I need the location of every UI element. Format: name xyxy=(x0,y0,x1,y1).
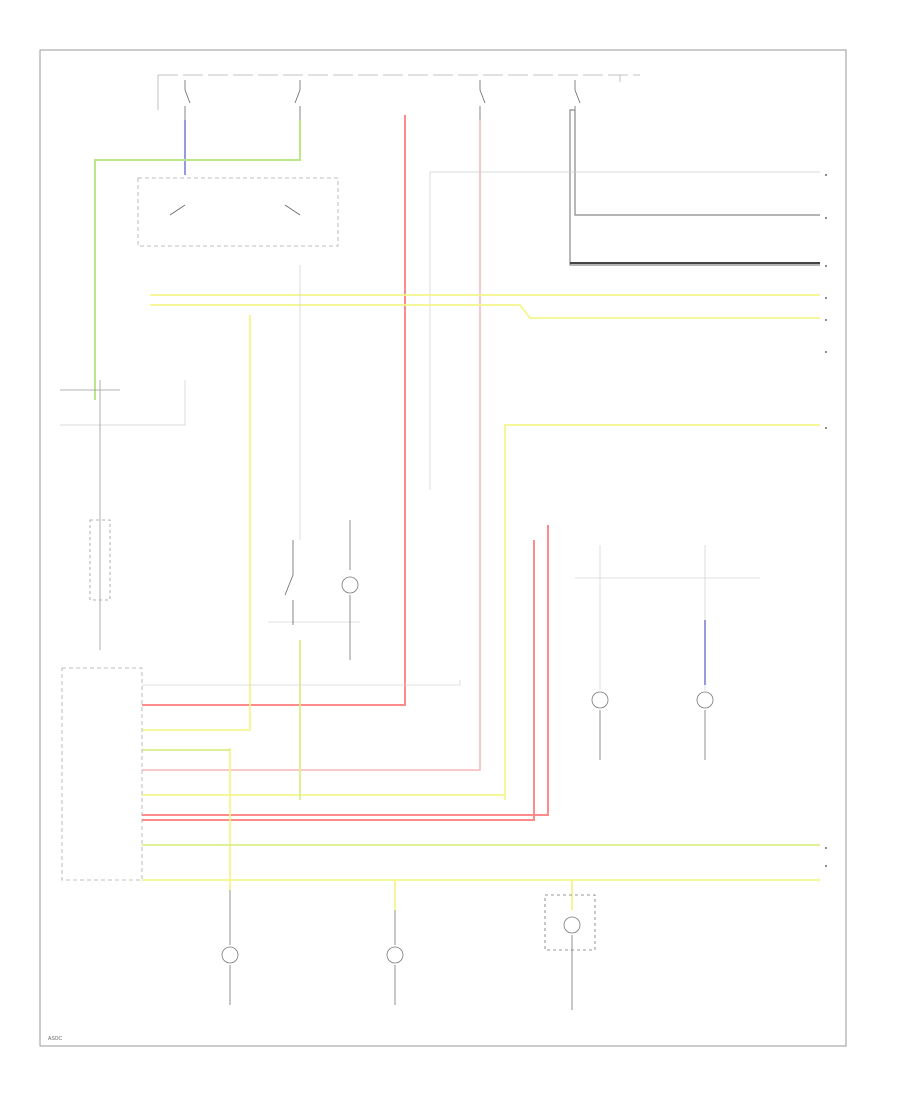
control-module-box xyxy=(61,667,143,881)
wire-thin-right xyxy=(60,171,820,490)
wire-gray-right xyxy=(569,109,820,266)
diagram-code: ASOC xyxy=(48,1036,63,1042)
fuse-top-1 xyxy=(184,80,191,120)
wire-orange-main xyxy=(142,120,481,771)
right-lamps xyxy=(591,691,714,760)
wire-gray-verticals xyxy=(142,265,760,690)
wire-green-left xyxy=(94,120,301,400)
fuse-top-3 xyxy=(479,80,486,120)
fuse-top-2 xyxy=(294,80,301,120)
bottom-lamps xyxy=(221,890,596,1010)
fuse-top-4 xyxy=(574,80,581,120)
diagram-frame xyxy=(39,49,847,1047)
top-power-bus xyxy=(157,74,640,110)
right-arrow-markers xyxy=(825,174,827,867)
middle-switch xyxy=(284,540,294,625)
switch-dashed-box xyxy=(137,177,339,247)
wire-yellow xyxy=(142,294,820,910)
middle-lamp xyxy=(341,520,359,660)
left-connector-column xyxy=(60,380,120,650)
wire-red-main xyxy=(142,115,549,821)
wire-yellow-green xyxy=(142,640,820,846)
switch-contacts xyxy=(169,204,301,216)
